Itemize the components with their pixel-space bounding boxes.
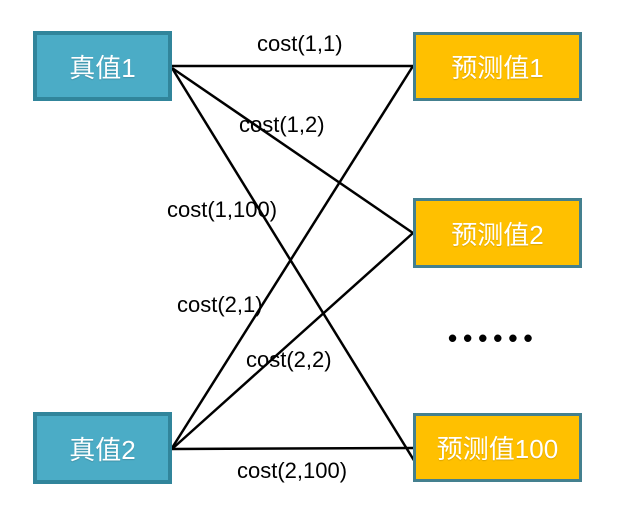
- edge-label-cost-2-2: cost(2,2): [246, 347, 332, 372]
- edge-line-cost-2-1: [170, 65, 415, 449]
- edge-label-cost-2-100: cost(2,100): [237, 458, 348, 483]
- node-true-value-1: 真值1: [33, 31, 172, 101]
- edge-label-cost-1-1: cost(1,1): [257, 31, 343, 56]
- ellipsis-dots: ••••••: [448, 323, 539, 353]
- edge-label-cost-1-2: cost(1,2): [239, 112, 325, 137]
- edge-line-cost-1-100: [170, 67, 417, 463]
- edge-line-cost-1-2: [171, 66, 414, 235]
- edge-line-cost-2-2: [171, 232, 414, 450]
- edge-line-cost-2-100: [171, 446, 414, 451]
- node-predicted-value-2: 预测值2: [413, 198, 582, 268]
- node-true-value-2: 真值2: [33, 412, 172, 484]
- node-predicted-value-1: 预测值1: [413, 32, 582, 101]
- edge-label-cost-2-1: cost(2,1): [177, 292, 263, 317]
- edge-label-cost-1-100: cost(1,100): [167, 197, 278, 222]
- node-predicted-value-100: 预测值100: [413, 413, 582, 482]
